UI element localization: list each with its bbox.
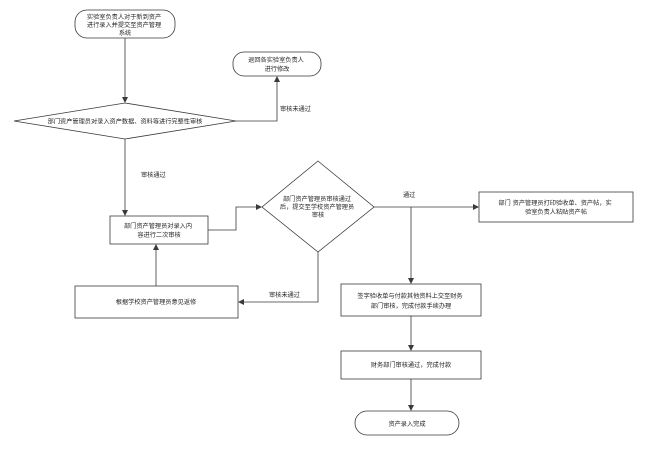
svg-text:根据学校资产管理员意见返修: 根据学校资产管理员意见返修 <box>116 298 197 306</box>
second-review-line-1: 部门资产管理员对录入内 <box>124 222 192 230</box>
return-lab-line-2: 进行修改 <box>265 65 290 73</box>
edge-school-review-to-modify <box>238 252 319 305</box>
school-review-line-3: 审核 <box>312 211 324 219</box>
svg-text:部门资产管理员对录入内 容进行二次审核: 部门资产管理员对录入内 容进行二次审核 <box>124 222 194 239</box>
sign-line-2: 部门审核，完成付款手续办理 <box>371 302 451 310</box>
edge-label-pass-1: 审核通过 <box>141 171 166 179</box>
start-node-line-3: 系统 <box>119 29 131 37</box>
finance-label: 财务部门审核通过，完成付款 <box>371 361 451 369</box>
edge-dept-review-to-return <box>236 76 280 122</box>
svg-text:签字验收单与付款其他资料上交至财务 部门审核，完成付: 签字验收单与付款其他资料上交至财务 部门审核，完成付款手续办理 <box>357 292 464 310</box>
svg-text:部门 资产管理员打印验收单、资产帖，实 验室负责人粘: 部门 资产管理员打印验收单、资产帖，实 验室负责人粘贴资产帖 <box>498 199 613 216</box>
print-receipt-line-1: 部门 资产管理员打印验收单、资产帖，实 <box>498 199 611 207</box>
start-node-line-2: 进行录入并提交至资产管理 <box>87 21 161 29</box>
svg-text:退回各实验室负责人 进行修改: 退回各实验室负责人 进行修改 <box>248 56 306 73</box>
svg-text:财务部门审核通过，完成付款: 财务部门审核通过，完成付款 <box>371 361 451 369</box>
second-review-node <box>109 215 209 245</box>
school-review-line-1: 部门资产管理员审核通过 <box>283 195 351 203</box>
edge-label-fail-1: 审核未通过 <box>280 105 311 113</box>
school-review-line-2: 后，提交至学校资产管理员 <box>280 203 354 211</box>
svg-text:部门资产管理员对录入资产数据、资料等进行完整性审核: 部门资产管理员对录入资产数据、资料等进行完整性审核 <box>48 118 203 126</box>
svg-text:资产录入完成: 资产录入完成 <box>388 420 425 428</box>
return-lab-line-1: 退回各实验室负责人 <box>248 56 304 64</box>
svg-text:实验室负责人对于新到资产 进行录入并提交至资产管理: 实验室负责人对于新到资产 进行录入并提交至资产管理 系统 <box>87 13 163 37</box>
second-review-line-2: 容进行二次审核 <box>137 231 180 239</box>
edge-second-review-to-school-review <box>208 204 262 231</box>
edge-label-fail-2: 审核未通过 <box>269 291 300 299</box>
dept-review-label: 部门资产管理员对录入资产数据、资料等进行完整性审核 <box>48 118 203 126</box>
finance-node <box>340 350 482 380</box>
end-label: 资产录入完成 <box>388 420 425 428</box>
end-node <box>354 410 460 436</box>
sign-node <box>340 283 482 317</box>
print-receipt-node <box>478 191 634 223</box>
modify-label: 根据学校资产管理员意见返修 <box>116 298 197 306</box>
svg-text:部门资产管理员审核通过 后，提交至学校资产管理员: 部门资产管理员审核通过 后，提交至学校资产管理员 审核 <box>280 195 356 219</box>
print-receipt-line-2: 验室负责人粘贴资产帖 <box>525 208 587 216</box>
edge-label-pass-2: 通过 <box>403 191 415 199</box>
start-node-line-1: 实验室负责人对于新到资产 <box>87 13 161 21</box>
sign-line-1: 签字验收单与付款其他资料上交至财务 <box>357 292 462 300</box>
